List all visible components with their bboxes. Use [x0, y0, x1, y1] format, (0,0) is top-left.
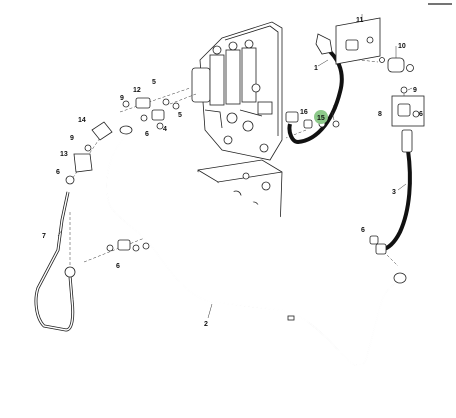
callout-9c: 9 — [413, 87, 417, 94]
callout-6e: 6 — [419, 111, 423, 118]
callout-1: 1 — [314, 65, 318, 72]
callout-6b: 6 — [56, 169, 60, 176]
fitting-group-upper-left — [122, 97, 180, 130]
callout-labels: 1 2 3 4 5 5 5 6 6 6 6 6 7 8 9 9 9 10 11 … — [42, 17, 423, 328]
callout-6a: 6 — [145, 131, 149, 138]
steel-pipe-7 — [34, 191, 76, 332]
detail-box-11 — [335, 17, 381, 65]
callout-7: 7 — [42, 233, 46, 240]
callout-6c: 6 — [116, 263, 120, 270]
hose-3 — [375, 129, 413, 255]
callout-16: 16 — [300, 109, 308, 116]
callout-8: 8 — [378, 111, 382, 118]
callout-10: 10 — [398, 43, 406, 50]
leader-lines — [57, 14, 413, 319]
detail-box-8 — [391, 86, 425, 127]
fitting-group-lower — [106, 239, 150, 252]
callout-14: 14 — [78, 117, 86, 124]
callout-11: 11 — [356, 17, 364, 24]
highlight-marker-15 — [314, 110, 328, 124]
callout-2: 2 — [204, 321, 208, 328]
fitting-10 — [379, 57, 414, 73]
callout-5c: 5 — [333, 105, 337, 112]
callout-15: 15 — [317, 115, 325, 122]
fitting-group-left — [65, 121, 113, 185]
steel-pipe-2 — [106, 125, 407, 367]
control-valve — [191, 21, 283, 161]
callout-9b: 9 — [70, 135, 74, 142]
callout-5a: 5 — [152, 79, 156, 86]
callout-13: 13 — [60, 151, 68, 158]
callout-12: 12 — [133, 87, 141, 94]
callout-6d: 6 — [361, 227, 365, 234]
callout-9a: 9 — [120, 95, 124, 102]
fitting-6-right — [369, 235, 379, 245]
callout-5b: 5 — [178, 112, 182, 119]
callout-3: 3 — [392, 189, 396, 196]
callout-4: 4 — [163, 126, 167, 133]
